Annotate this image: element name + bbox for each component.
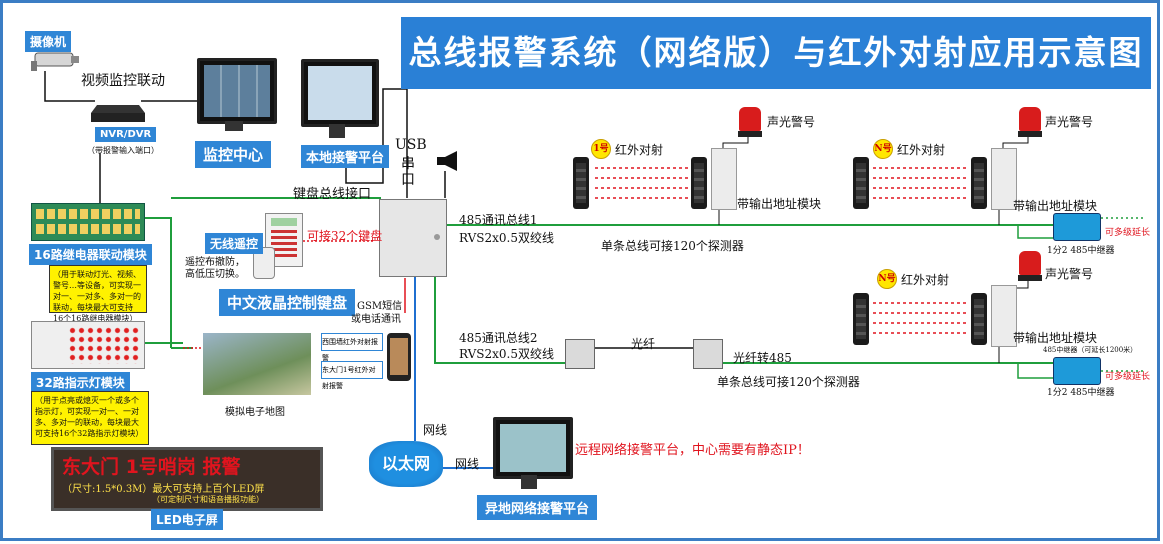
bus2-title: 485通讯总线2 [459, 331, 538, 345]
nvr-label: NVR/DVR [95, 127, 157, 142]
relay-module-note: （用于联动灯光、视频、警号…等设备，可实现一对一、一对多、多对一的联动，每块最大… [49, 265, 147, 323]
keyboard-bus-label: 键盘总线接口 [293, 187, 372, 202]
emap-label: 模拟电子地图 [225, 407, 285, 418]
zoneN-bottom-ir-receiver [971, 293, 987, 345]
indicator-module-note: （用于点亮或熄灭一个或多个指示灯，可实现一对一、一对多、多对一的联动，每块最大可… [31, 391, 149, 445]
camera-label: 摄像机 [25, 31, 72, 52]
zone1-output-module [711, 148, 737, 210]
nvr-note: （带报警输入端口） [87, 146, 159, 155]
remote-platform-label: 异地网络接警平台 [477, 495, 598, 520]
phone-msg-1: 西围墙红外对射报警 [321, 333, 383, 362]
led-screen-panel: 东大门 1号哨岗 报警 （尺寸:1.5*0.3M）最大可支持上百个LED屏 （可… [51, 447, 323, 511]
fiber-converter-label: 光纤转485 [733, 351, 792, 365]
relay-bus-line [143, 217, 172, 343]
camera-icon [31, 52, 79, 71]
zone1-badge: 1号 [591, 139, 611, 159]
zone1-ir-label: 红外对射 [615, 143, 664, 157]
page-title: 总线报警系统（网络版）与红外对射应用示意图 [401, 17, 1151, 89]
remote-platform-screen [493, 417, 573, 479]
zone1-ir-transmitter [573, 157, 589, 209]
zone1-ir-receiver [691, 157, 707, 209]
nvr-icon [91, 105, 145, 122]
zoneN-bottom-badge: N号 [877, 269, 897, 289]
bus1-cable: RVS2x0.5双绞线 [459, 231, 554, 245]
zone1-module-label: 带输出地址模块 [737, 197, 822, 211]
led-sub-text: （可定制尺寸和语音播报功能） [152, 495, 264, 504]
zoneN-bottom-module-label: 带输出地址模块 [1013, 331, 1098, 345]
bus1-title: 485通讯总线1 [459, 213, 538, 227]
zoneN-bottom-siren-label: 声光警号 [1045, 267, 1094, 281]
bus2-capacity: 单条总线可接120个探测器 [717, 375, 860, 389]
camera-to-nvr-line [44, 71, 95, 102]
gsm-label-1: GSM短信 [357, 301, 403, 312]
relay-module-label: 16路继电器联动模块 [29, 244, 152, 265]
remote-platform-note: 远程网络接警平台，中心需要有静态IP！ [575, 443, 810, 458]
ethernet-cloud: 以太网 [369, 441, 443, 487]
monitor-center-label: 监控中心 [195, 141, 272, 168]
led-screen-text: 东大门 1号哨岗 报警 [62, 456, 241, 478]
zoneN-bottom-ir-label: 红外对射 [901, 273, 950, 287]
lcd-keypad-label: 中文液晶控制键盘 [219, 289, 356, 316]
zoneN-top-ir-label: 红外对射 [897, 143, 946, 157]
usb-label-3: 口 [401, 172, 415, 188]
zoneN-top-siren-label: 声光警号 [1045, 115, 1094, 129]
zoneN-top-badge: N号 [873, 139, 893, 159]
usb-label-1: USB [395, 137, 427, 153]
monitor-center-screen [197, 58, 277, 124]
net-line-label-h: 网线 [455, 457, 480, 471]
speaker-icon [437, 151, 457, 171]
fiber-transceiver-right [693, 339, 723, 369]
zoneN-top-module-label: 带输出地址模块 [1013, 199, 1098, 213]
usb-line [345, 88, 408, 198]
zoneN-bottom-ir-transmitter [853, 293, 869, 345]
bus2-cable: RVS2x0.5双绞线 [459, 347, 554, 361]
zoneN-top-output-module [991, 148, 1017, 210]
usb-label-2: 串 [401, 156, 415, 172]
zoneN-top-ir-transmitter [853, 157, 869, 209]
repeater-bottom [1053, 357, 1101, 385]
repeater-bottom-top-label: 485中继器（可延长1200米） [1043, 346, 1138, 354]
repeater-top-label: 1分2 485中继器 [1047, 246, 1115, 256]
gsm-label-2: 或电话通讯 [351, 314, 401, 325]
wireless-desc-1: 遥控布撤防， [185, 257, 245, 268]
wireless-desc-2: 高低压切换。 [185, 269, 245, 280]
led-size-text: （尺寸:1.5*0.3M）最大可支持上百个LED屏 [62, 484, 265, 495]
indicator-board [31, 321, 145, 369]
bus1-capacity: 单条总线可接120个探测器 [601, 239, 744, 253]
fiber-label: 光纤 [631, 337, 656, 351]
bus2-line [434, 273, 573, 364]
repeater-top-extend: 可多级延长 [1105, 228, 1151, 238]
lcd-keypad-device [265, 213, 303, 267]
phone-icon [387, 333, 411, 381]
phone-msg-2: 东大门1号红外对射报警 [321, 361, 383, 390]
alarm-controller [379, 199, 447, 277]
net-line-label-v: 网线 [423, 423, 448, 437]
keypad-capacity: 可接32个键盘 [307, 229, 383, 243]
repeater-bottom-extend: 可多级延长 [1105, 372, 1151, 382]
zoneN-bottom-siren-icon [1019, 251, 1041, 275]
led-screen-label: LED电子屏 [151, 509, 223, 530]
video-link-label: 视频监控联动 [81, 73, 165, 89]
relay-board [31, 203, 145, 241]
emap-image [203, 333, 311, 395]
zone1-siren-label: 声光警号 [767, 115, 816, 129]
wireless-remote-label: 无线遥控 [205, 233, 264, 254]
zoneN-top-ir-receiver [971, 157, 987, 209]
local-platform-screen [301, 59, 379, 127]
local-platform-label: 本地接警平台 [301, 145, 390, 168]
zoneN-bottom-output-module [991, 285, 1017, 347]
repeater-top [1053, 213, 1101, 241]
fiber-transceiver-left [565, 339, 595, 369]
repeater-bottom-label: 1分2 485中继器 [1047, 388, 1115, 398]
remote-control-device [253, 247, 275, 279]
indicator-module-label: 32路指示灯模块 [31, 372, 130, 393]
zone1-siren-icon [739, 107, 761, 131]
zoneN-top-siren-icon [1019, 107, 1041, 131]
